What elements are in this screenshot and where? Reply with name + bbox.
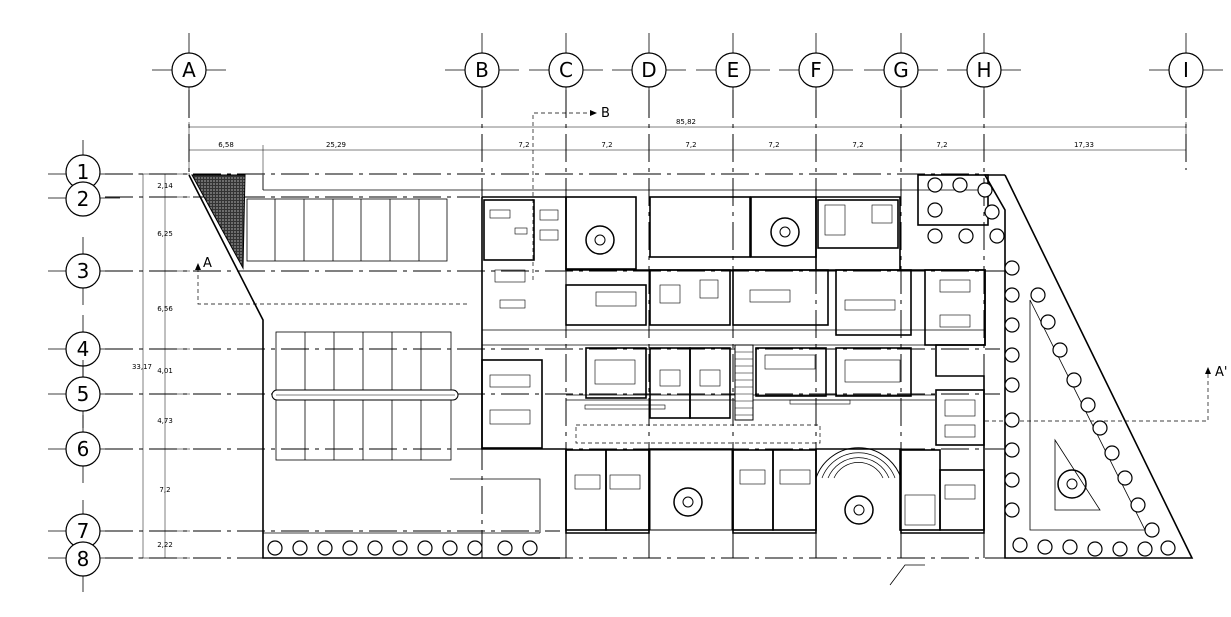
grid-label-7: 7 <box>77 519 90 543</box>
dim-row-6-7: 7,2 <box>159 486 170 494</box>
grid-label-a: A <box>182 58 196 82</box>
hatched-wedge <box>191 174 246 270</box>
grid-bubble-i: I <box>1149 33 1223 107</box>
grid-bubble-8: 8 <box>48 541 120 592</box>
vertical-dimensions: 33,17 2,14 6,25 6,56 4,01 4,73 7,2 2,22 <box>132 173 190 559</box>
grid-bubble-d: D <box>612 33 686 107</box>
grid-bubble-e: E <box>696 33 770 107</box>
dim-parking-col: 25,29 <box>326 141 346 149</box>
dim-row-1-2: 2,14 <box>157 182 173 190</box>
grid-bubble-6: 6 <box>48 415 120 483</box>
grid-label-1: 1 <box>77 160 90 184</box>
grid-bubble-2: 2 <box>48 181 120 217</box>
grid-label-4: 4 <box>77 337 90 361</box>
section-mark-a-left: A <box>195 256 470 305</box>
overall-width-dim: 85,82 <box>676 118 696 126</box>
grid-label-8: 8 <box>77 547 90 571</box>
dim-f-g: 7,2 <box>852 141 863 149</box>
dim-c-d: 7,2 <box>601 141 612 149</box>
grid-label-e: E <box>727 58 740 82</box>
grid-label-g: G <box>893 58 909 82</box>
section-a-right-label: A' <box>1215 365 1227 380</box>
grid-label-b: B <box>475 58 489 82</box>
grid-label-3: 3 <box>77 259 90 283</box>
dim-d-e: 7,2 <box>685 141 696 149</box>
dim-row-3-4: 6,56 <box>157 305 173 313</box>
dim-e-f: 7,2 <box>768 141 779 149</box>
grid-bubble-f: F <box>779 33 853 107</box>
overall-height-dim: 33,17 <box>132 363 152 371</box>
grid-bubble-3: 3 <box>48 237 120 305</box>
section-mark-a-right: A' <box>985 365 1227 422</box>
dim-row-4-5: 4,01 <box>157 367 173 375</box>
furniture <box>489 204 976 526</box>
dim-row-5-6: 4,73 <box>157 417 173 425</box>
grid-bubble-a: A <box>152 33 226 107</box>
column-grid-bubbles: A B C D E F G H I <box>152 33 1223 107</box>
grid-label-5: 5 <box>77 382 90 406</box>
grid-bubble-b: B <box>445 33 519 107</box>
dim-g-h: 7,2 <box>936 141 947 149</box>
grid-bubble-h: H <box>947 33 1021 107</box>
grid-bubble-c: C <box>529 33 603 107</box>
building-walls <box>481 174 989 534</box>
row-grid-bubbles: 1 2 3 4 5 6 7 8 <box>48 140 120 592</box>
dim-a-col: 6,58 <box>218 141 234 149</box>
parking-top <box>246 198 448 262</box>
grid-bubble-7: 7 <box>48 500 120 549</box>
grid-label-i: I <box>1183 58 1189 82</box>
dim-row-7-8: 2,22 <box>157 541 173 549</box>
grid-label-d: D <box>641 58 656 82</box>
section-b-label: B <box>601 106 610 121</box>
grid-label-h: H <box>976 58 991 82</box>
courtyard-planters <box>585 217 1146 531</box>
section-mark-b: B <box>532 106 610 280</box>
horizontal-dimensions: 85,82 6,58 25,29 7,2 7,2 7,2 7,2 7,2 7,2… <box>188 118 1187 190</box>
section-a-left-label: A <box>203 256 212 271</box>
grid-label-f: F <box>810 58 822 82</box>
grid-label-c: C <box>559 58 573 82</box>
grid-bubble-g: G <box>864 33 938 107</box>
tree-rows <box>267 177 1176 557</box>
parking-middle <box>271 331 459 461</box>
horizontal-axis-lines <box>105 173 1190 559</box>
grid-label-6: 6 <box>77 437 90 461</box>
grid-bubble-5: 5 <box>48 360 120 428</box>
dim-h-i: 17,33 <box>1074 141 1094 149</box>
dim-row-2-3: 6,25 <box>157 230 173 238</box>
grid-bubble-4: 4 <box>48 315 120 383</box>
grid-label-2: 2 <box>77 187 90 211</box>
dim-b-c: 7,2 <box>518 141 529 149</box>
